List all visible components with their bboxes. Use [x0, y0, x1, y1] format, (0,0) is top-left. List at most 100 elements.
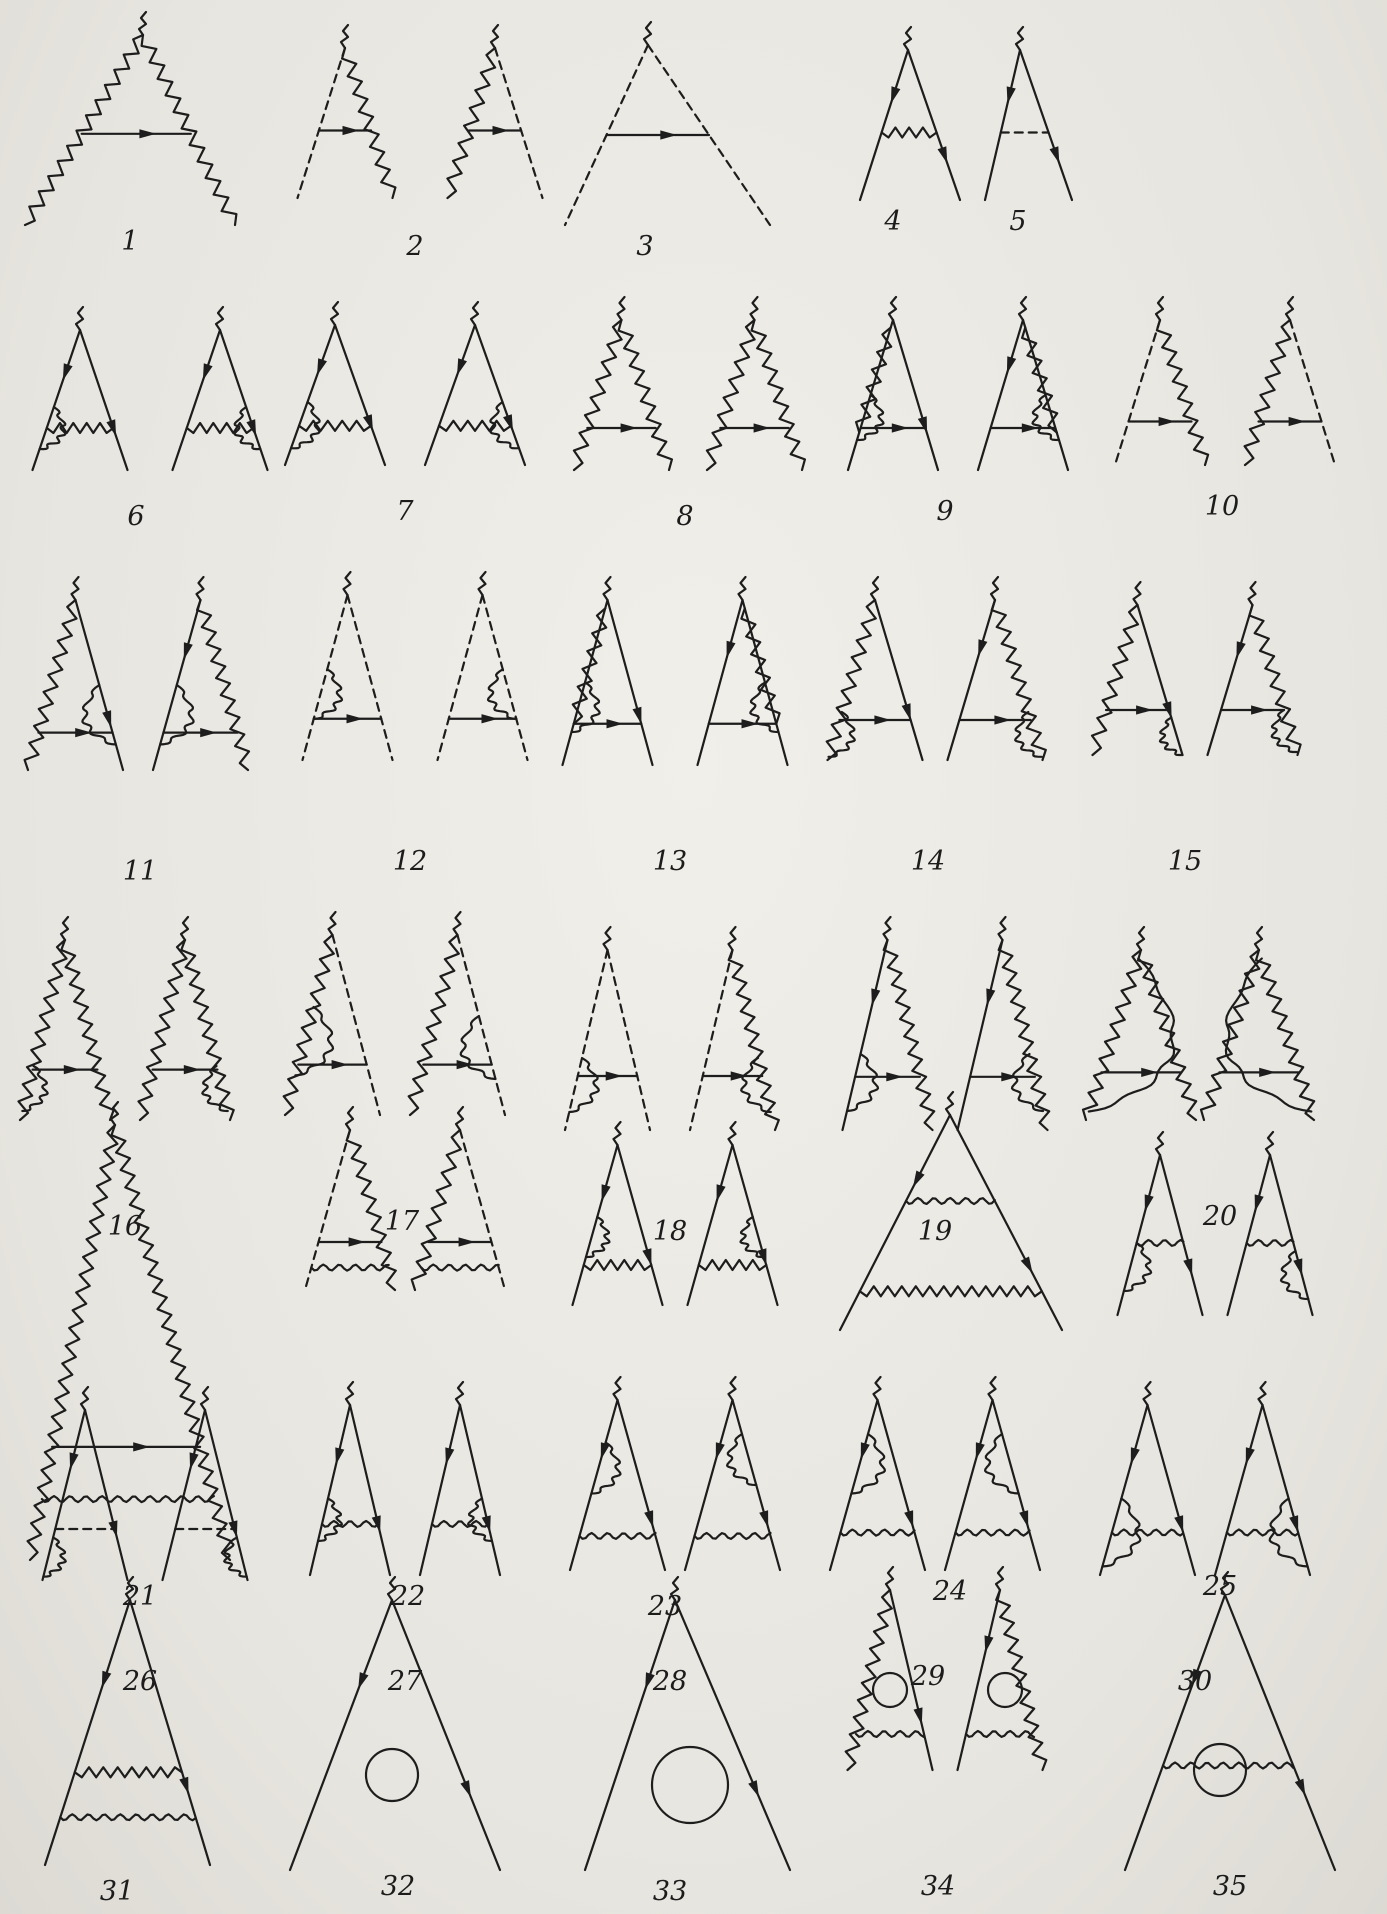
- dashed-leg: [483, 595, 528, 760]
- zigzag-rung: [47, 423, 114, 433]
- external-field-squiggle: [886, 1567, 893, 1590]
- external-field-squiggle: [1134, 582, 1141, 605]
- fermion-line: [285, 325, 335, 465]
- zigzag-leg: [142, 35, 237, 225]
- fermion-line: [608, 600, 653, 765]
- self-energy-loop: [985, 1434, 1019, 1494]
- external-field-squiggle: [471, 302, 478, 325]
- diagram-31: 31: [45, 1577, 210, 1907]
- diagram-number-label: 3: [636, 231, 653, 262]
- external-field-squiggle: [1156, 297, 1163, 320]
- external-field-squiggle: [331, 302, 338, 325]
- arrow-icon: [190, 1452, 199, 1469]
- self-energy-loop: [488, 669, 516, 719]
- fermion-line: [420, 1405, 460, 1575]
- diagram-12: 12: [303, 572, 528, 877]
- arrow-icon: [1259, 1068, 1276, 1077]
- external-field-squiggle: [201, 1387, 208, 1410]
- fermion-line: [945, 1400, 993, 1570]
- external-field-squiggle: [479, 572, 486, 595]
- external-field-squiggle: [346, 1382, 353, 1405]
- diagram-27: 27: [310, 1382, 500, 1697]
- arrow-icon: [63, 363, 73, 380]
- external-field-squiggle: [644, 22, 651, 45]
- arrow-icon: [904, 1510, 913, 1527]
- wavy-rung: [695, 1533, 771, 1539]
- arrow-icon: [633, 707, 642, 724]
- dashed-leg: [438, 595, 483, 760]
- arrow-icon: [200, 728, 217, 737]
- diagram-number-label: 34: [921, 1871, 955, 1902]
- fermion-line: [85, 1410, 128, 1580]
- zigzag-rung: [439, 421, 511, 431]
- external-field-squiggle: [739, 577, 746, 600]
- dashed-leg: [608, 950, 651, 1130]
- diagram-number-label: 17: [385, 1206, 420, 1237]
- wavy-rung: [322, 1521, 378, 1527]
- dashed-leg: [1290, 320, 1335, 465]
- arrow-icon: [335, 1447, 344, 1464]
- arrow-icon: [482, 714, 499, 723]
- external-field-squiggle: [889, 297, 896, 320]
- fermion-line: [173, 330, 221, 470]
- external-field-squiggle: [618, 297, 625, 320]
- external-field-squiggle: [341, 25, 348, 48]
- fermion-line: [1208, 605, 1253, 755]
- diagram-15: 15: [1092, 582, 1301, 877]
- arrow-icon: [1141, 1068, 1158, 1077]
- diagram-number-label: 11: [123, 856, 157, 887]
- diagram-number-label: 14: [911, 846, 945, 877]
- arrow-icon: [1019, 1510, 1028, 1527]
- diagram-8: 8: [574, 297, 805, 532]
- fermion-line: [1148, 1405, 1196, 1575]
- arrow-icon: [1293, 1258, 1302, 1275]
- fermion-line: [1160, 1155, 1203, 1315]
- fermion-line: [392, 1600, 500, 1870]
- external-field-squiggle: [344, 572, 351, 595]
- self-energy-loop: [1160, 718, 1183, 756]
- fermion-line: [1125, 1595, 1225, 1870]
- arrow-icon: [1183, 1258, 1192, 1275]
- arrow-icon: [742, 719, 759, 728]
- arrow-icon: [493, 126, 510, 135]
- arrow-icon: [938, 146, 948, 163]
- fermion-line: [688, 1145, 733, 1305]
- diagram-6: 6: [33, 307, 268, 532]
- fermion-line: [698, 600, 743, 765]
- arrow-icon: [602, 1184, 611, 1201]
- wavy-rung: [1163, 1763, 1293, 1769]
- fermion-line: [958, 1590, 1001, 1770]
- zigzag-leg: [752, 320, 805, 470]
- diagram-number-label: 7: [396, 496, 414, 527]
- closed-loop: [652, 1747, 728, 1823]
- diagram-number-label: 9: [936, 496, 953, 527]
- fermion-line: [335, 325, 385, 465]
- diagram-10: 10: [1115, 297, 1335, 522]
- arrow-icon: [64, 1065, 81, 1074]
- external-field-squiggle: [1255, 927, 1262, 950]
- arrow-icon: [886, 1072, 903, 1081]
- arrow-icon: [914, 1707, 923, 1724]
- arrow-icon: [1295, 1779, 1306, 1796]
- wavy-rung: [311, 1265, 388, 1271]
- wavy-rung: [580, 1533, 656, 1539]
- zigzag-rung: [299, 421, 371, 431]
- diagram-number-label: 15: [1168, 846, 1202, 877]
- fermion-line: [950, 1115, 1062, 1330]
- fermion-line: [130, 1600, 210, 1865]
- self-energy-loop: [1124, 1243, 1151, 1291]
- fermion-line: [585, 1600, 675, 1870]
- zigzag-rung: [584, 1260, 652, 1270]
- diagram-number-label: 12: [393, 846, 427, 877]
- fermion-line: [618, 1400, 666, 1570]
- diagram-34: 34: [846, 1567, 1047, 1902]
- arrow-icon: [1050, 146, 1060, 163]
- diagram-20: 20: [1083, 927, 1314, 1232]
- diagram-number-label: 35: [1213, 1871, 1247, 1902]
- external-field-squiggle: [604, 577, 611, 600]
- arrow-icon: [607, 719, 624, 728]
- zigzag-leg: [996, 1590, 1046, 1770]
- arrow-icon: [459, 1237, 476, 1246]
- arrow-icon: [759, 1510, 768, 1527]
